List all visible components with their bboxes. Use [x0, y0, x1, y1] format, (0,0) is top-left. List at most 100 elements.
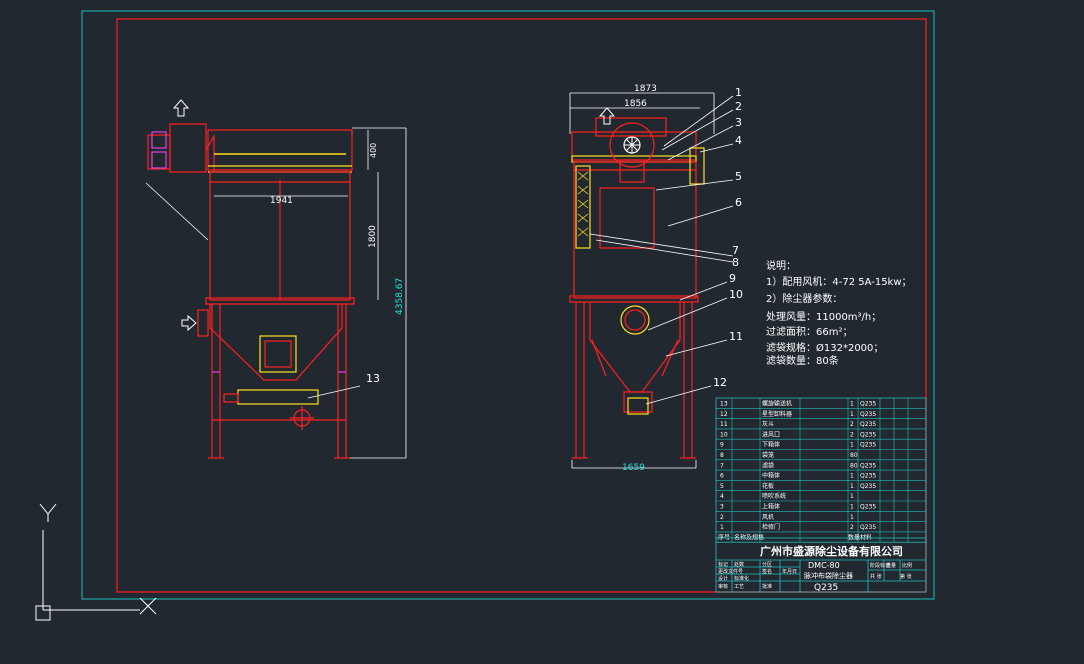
ucs-axis-icon	[35, 503, 157, 621]
notes-bag-spec: 滤袋规格：Ø132*2000；	[766, 341, 883, 354]
title-material: Q235	[814, 583, 838, 593]
notes-fan: 1）配用风机：4-72 5A-15kw；	[766, 275, 912, 288]
tb-label-weight: 重量	[886, 562, 896, 569]
outer-sheet-frame	[81, 10, 935, 600]
balloon-1: 1	[735, 86, 742, 99]
title-model: DMC-80	[808, 561, 840, 570]
bom-cell-name: 上箱体	[762, 503, 780, 511]
bom-cell-name: 螺旋输送机	[762, 400, 792, 408]
bom-cell-qty: 80	[850, 462, 858, 469]
bom-cell-qty: 2	[850, 421, 854, 428]
dim-right-outer-width: 1873	[634, 84, 657, 94]
bom-cell-qty: 1	[850, 514, 854, 521]
bom-cell-qty: 1	[850, 401, 854, 408]
tb-label-mark: 标记	[718, 561, 728, 568]
bom-cell-qty: 1	[850, 504, 854, 511]
bom-cell-material: Q235	[860, 411, 876, 418]
bom-cell-material: Q235	[860, 442, 876, 449]
balloon-9: 9	[729, 272, 736, 285]
bom-cell-name: 风机	[762, 513, 774, 521]
balloon-leaders	[589, 95, 734, 405]
bom-cell-material: Q235	[860, 473, 876, 480]
bom-cell-material: Q235	[860, 421, 876, 428]
title-block-small-labels: 标记 处数 分区 更改文件号 签名 年月日 设计 标准化 审核 工艺 批准 阶段…	[718, 561, 912, 590]
tb-label-process: 工艺	[734, 584, 744, 590]
bom-cell-no: 10	[720, 431, 728, 438]
bom-row: 10 进风口 2 Q235	[720, 430, 876, 438]
bom-cell-name: 花板	[762, 482, 774, 490]
bom-cell-material: Q235	[860, 462, 876, 469]
bom-header-qty: 数量	[848, 533, 860, 541]
bom-cell-name: 检修门	[762, 523, 780, 531]
bom-cell-name: 中箱体	[762, 472, 780, 480]
tb-label-sign: 签名	[762, 568, 772, 575]
right-side-view	[569, 117, 705, 459]
notes-airflow: 处理风量：11000m³/h；	[766, 311, 881, 323]
bom-row: 13 螺旋输送机 1 Q235	[720, 400, 876, 408]
dim-right-bottom-width: 1659	[622, 463, 645, 473]
bom-header-name: 名称及规格	[734, 533, 764, 541]
tb-label-review: 审核	[718, 583, 728, 590]
bom-cell-material: Q235	[860, 524, 876, 531]
balloon-5: 5	[735, 170, 742, 183]
right-dimension-lines	[569, 92, 715, 469]
tb-label-approve: 批准	[762, 583, 772, 590]
bom-cell-qty: 1	[850, 442, 854, 449]
bom-cell-qty: 1	[850, 483, 854, 490]
tb-label-stage: 阶段标记	[870, 562, 890, 569]
bom-cell-qty: 80	[850, 452, 858, 459]
bom-cell-name: 袋笼	[762, 451, 774, 459]
bom-cell-name: 灰斗	[762, 420, 774, 428]
bom-cell-material: Q235	[860, 431, 876, 438]
bom-row: 11 灰斗 2 Q235	[720, 420, 876, 428]
title-drawing-name: 脉冲布袋除尘器	[804, 571, 853, 580]
title-company: 广州市盛源除尘设备有限公司	[760, 544, 903, 558]
inner-drawing-border	[116, 18, 927, 593]
bom-cell-no: 4	[720, 493, 724, 500]
dim-left-width: 1941	[270, 196, 293, 206]
balloon-6: 6	[735, 196, 742, 209]
notes-heading: 说明：	[766, 259, 796, 272]
balloon-10: 10	[729, 288, 743, 301]
bom-cell-qty: 1	[850, 493, 854, 500]
left-front-view	[147, 123, 355, 459]
bom-cell-no: 9	[720, 442, 724, 449]
balloon-2: 2	[735, 100, 742, 113]
balloon-11: 11	[729, 330, 743, 343]
dim-left-400: 400	[369, 143, 378, 158]
bom-cell-name: 进风口	[762, 430, 780, 438]
balloon-13: 13	[366, 372, 380, 385]
balloon-3: 3	[735, 116, 742, 129]
tb-label-design: 设计	[718, 575, 728, 582]
bom-cell-no: 11	[720, 421, 728, 428]
inlet-arrow-icon	[181, 314, 197, 332]
bom-cell-no: 13	[720, 401, 728, 408]
fan-impeller-icon	[624, 137, 640, 153]
bom-cell-no: 5	[720, 483, 724, 490]
notes-bag-count: 滤袋数量：80条	[766, 354, 839, 367]
bom-cell-no: 6	[720, 473, 724, 480]
filter-cross-marks	[577, 171, 589, 237]
bom-cell-no: 1	[720, 524, 724, 531]
balloon-8: 8	[732, 256, 739, 269]
bom-header-no: 序号	[718, 533, 730, 541]
notes-filter-area: 过滤面积：66m²；	[766, 325, 852, 338]
title-block	[715, 537, 927, 593]
bom-cell-qty: 2	[850, 431, 854, 438]
tb-label-scale: 比例	[902, 562, 912, 569]
balloon-7: 7	[732, 244, 739, 257]
notes-params-title: 2）除尘器参数：	[766, 292, 842, 305]
dim-left-1800: 1800	[368, 225, 378, 248]
left-dimension-lines	[145, 127, 407, 459]
tb-label-standard: 标准化	[734, 575, 749, 582]
bom-cell-material: Q235	[860, 401, 876, 408]
dim-right-inner-width: 1856	[624, 99, 647, 109]
